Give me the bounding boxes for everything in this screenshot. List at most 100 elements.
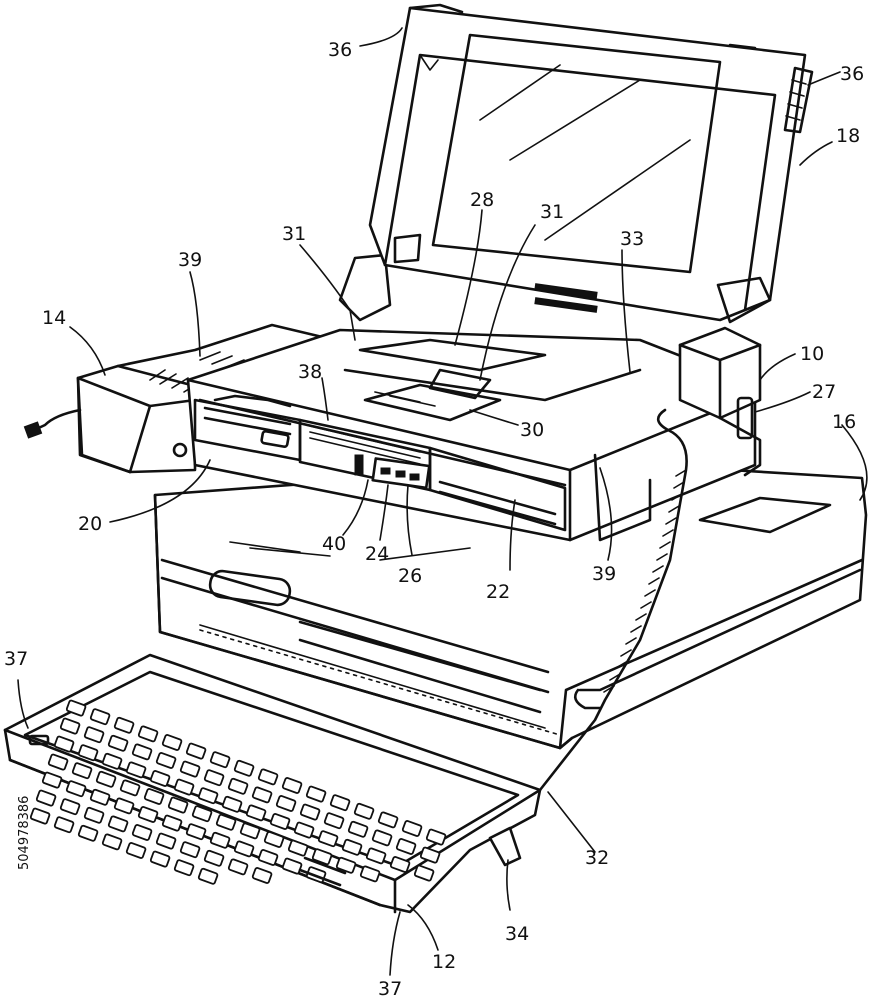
- key-cap: [251, 786, 273, 804]
- key-cap: [65, 780, 87, 798]
- key-grid: [29, 699, 447, 885]
- key-cap: [35, 789, 57, 807]
- key-cap: [59, 717, 81, 735]
- ref-39-top: 39: [178, 249, 202, 271]
- key-cap: [191, 805, 213, 823]
- key-cap: [41, 771, 63, 789]
- ref-24: 24: [365, 543, 389, 565]
- key-cap: [203, 769, 225, 787]
- ref-10: 10: [800, 343, 824, 365]
- key-cap: [101, 752, 123, 770]
- ref-16: 16: [832, 411, 856, 433]
- display-lid: [368, 3, 814, 324]
- ref-37-bottom: 37: [378, 978, 402, 1000]
- keyboard: [3, 653, 542, 914]
- key-cap: [149, 850, 171, 868]
- key-cap: [53, 816, 75, 834]
- key-cap: [179, 841, 201, 859]
- key-cap: [419, 846, 441, 864]
- key-cap: [83, 726, 105, 744]
- key-cap: [293, 821, 315, 839]
- key-cap: [221, 795, 243, 813]
- key-cap: [47, 753, 69, 771]
- key-cap: [101, 833, 123, 851]
- key-cap: [77, 824, 99, 842]
- key-cap: [59, 798, 81, 816]
- reference-numerals: 36 36 18 28 31 31 33 39 14 38 10 27 16 3…: [4, 39, 864, 1000]
- key-cap: [203, 849, 225, 867]
- key-cap: [401, 820, 423, 837]
- laptop-base-unit: [186, 253, 762, 542]
- key-cap: [311, 848, 333, 866]
- ref-36-top-left: 36: [328, 39, 352, 61]
- key-cap: [53, 735, 75, 753]
- coiled-cord: [538, 408, 688, 792]
- key-cap: [107, 734, 129, 752]
- key-cap: [131, 743, 153, 761]
- key-cap: [233, 759, 255, 777]
- key-cap: [179, 760, 201, 778]
- key-cap: [365, 847, 387, 865]
- key-cap: [89, 788, 111, 806]
- key-cap: [209, 831, 231, 849]
- key-cap: [275, 795, 297, 812]
- key-cap: [281, 777, 303, 794]
- key-cap: [71, 762, 93, 780]
- stock-id: 504978386: [17, 796, 32, 870]
- ref-14: 14: [42, 307, 66, 329]
- ref-33: 33: [620, 228, 644, 250]
- key-cap: [341, 838, 363, 856]
- key-cap: [257, 849, 279, 866]
- key-cap: [161, 734, 183, 751]
- ref-28: 28: [470, 189, 494, 211]
- key-cap: [167, 796, 189, 814]
- key-cap: [215, 813, 237, 831]
- key-cap: [425, 828, 447, 846]
- key-cap: [173, 859, 195, 877]
- key-cap: [347, 820, 369, 838]
- key-cap: [209, 751, 231, 769]
- key-cap: [113, 797, 135, 815]
- key-cap: [83, 806, 105, 824]
- key-cap: [323, 812, 345, 830]
- ref-22: 22: [486, 581, 510, 603]
- key-cap: [185, 823, 207, 841]
- key-cap: [377, 811, 399, 829]
- ref-31-left: 31: [282, 223, 306, 245]
- key-cap: [239, 822, 261, 840]
- key-cap: [155, 832, 177, 850]
- key-cap: [107, 815, 129, 833]
- ref-38: 38: [298, 361, 322, 383]
- key-cap: [65, 699, 87, 717]
- key-cap: [149, 770, 171, 787]
- key-cap: [305, 785, 327, 803]
- ref-40: 40: [322, 533, 346, 555]
- key-cap: [197, 867, 219, 885]
- key-cap: [197, 787, 219, 805]
- key-cap: [245, 804, 267, 822]
- key-cap: [263, 831, 285, 848]
- key-cap: [119, 779, 141, 797]
- key-cap: [137, 725, 159, 743]
- key-cap: [257, 768, 279, 786]
- key-cap: [359, 865, 381, 883]
- key-cap: [251, 867, 273, 884]
- ref-37-top: 37: [4, 648, 28, 670]
- key-cap: [77, 744, 99, 762]
- key-cap: [335, 856, 357, 874]
- ref-26: 26: [398, 565, 422, 587]
- key-cap: [125, 761, 147, 779]
- ref-32: 32: [585, 847, 609, 869]
- key-cap: [287, 839, 309, 857]
- key-cap: [269, 813, 291, 830]
- ref-31-right: 31: [540, 201, 564, 223]
- key-cap: [371, 829, 393, 847]
- ref-18: 18: [836, 125, 860, 147]
- key-cap: [143, 788, 165, 805]
- key-cap: [329, 794, 351, 812]
- key-cap: [185, 742, 207, 760]
- key-cap: [353, 802, 375, 820]
- key-cap: [155, 752, 177, 769]
- key-cap: [233, 840, 255, 858]
